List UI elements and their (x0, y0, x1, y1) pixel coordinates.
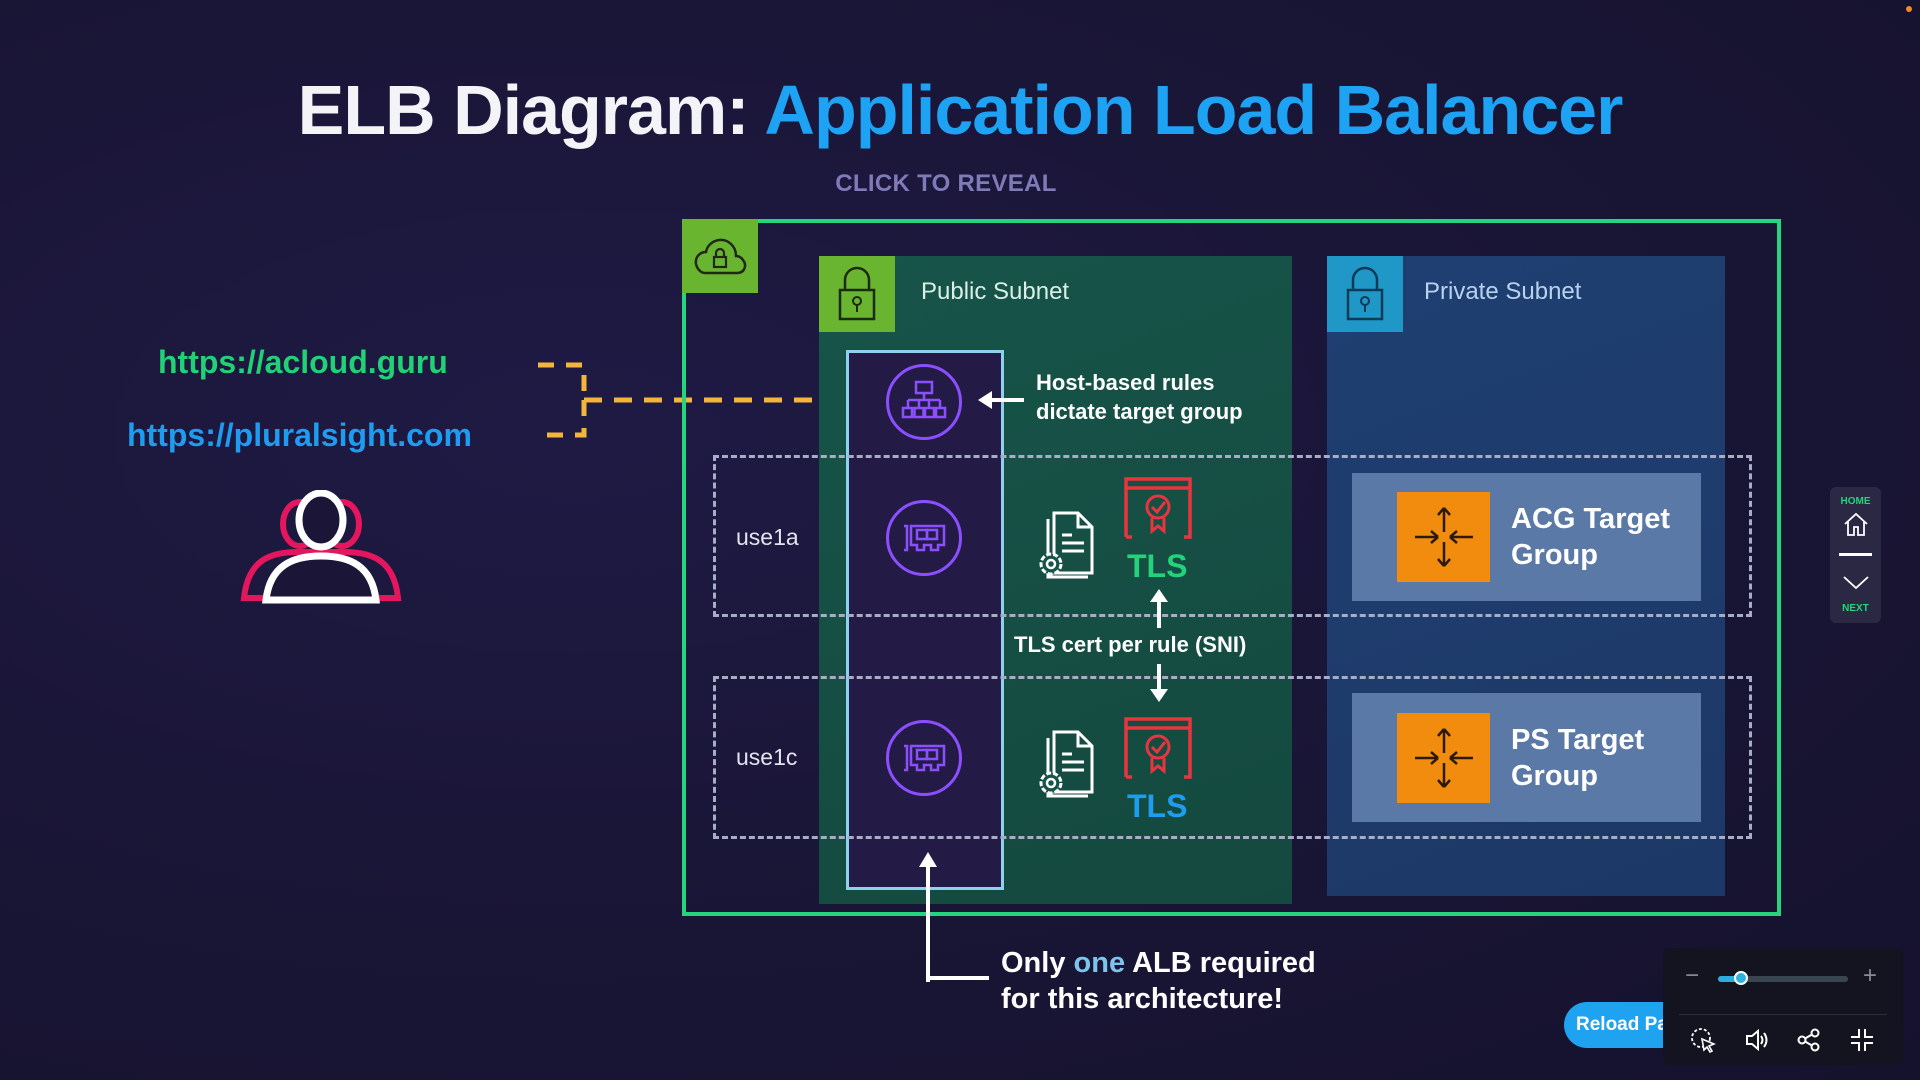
alb-column (846, 350, 1004, 890)
note-highlight: one (1073, 947, 1126, 979)
title-prefix: ELB Diagram: (297, 71, 750, 149)
cursor-select-icon (1691, 1028, 1716, 1053)
lock-icon (838, 266, 876, 321)
vpc-boundary (682, 219, 1781, 916)
note-line-2: for this architecture! (1001, 983, 1283, 1015)
zoom-slider[interactable] (1718, 971, 1848, 985)
tls-cert-note: TLS cert per rule (SNI) (1014, 632, 1247, 657)
public-subnet-tile (819, 256, 895, 332)
certificate-icon (1124, 477, 1192, 539)
private-subnet-label: Private Subnet (1424, 278, 1582, 305)
recording-indicator (1906, 6, 1912, 12)
pointer-button[interactable] (1689, 1026, 1717, 1054)
zoom-slider-handle[interactable] (1734, 971, 1749, 985)
tg-line-1: ACG Target (1511, 503, 1670, 535)
volume-icon (1746, 1028, 1768, 1052)
vpc-tile (682, 219, 758, 293)
network-interface-icon (886, 500, 962, 576)
only-one-alb-note: Only one ALB required for this architect… (1001, 945, 1316, 1017)
host-based-rules-note: Host-based rules dictate target group (1036, 368, 1243, 426)
tg-line-2: Group (1511, 759, 1598, 792)
nav-divider (1839, 553, 1872, 556)
availability-zone-use1c (713, 676, 1752, 839)
player-controls: − + (1663, 948, 1903, 1065)
config-document-icon (1039, 511, 1094, 579)
exit-fullscreen-button[interactable] (1848, 1026, 1876, 1054)
tls-label-use1c: TLS (1127, 788, 1188, 824)
target-group-acg[interactable]: ACG Target Group (1352, 473, 1701, 601)
target-group-label: ACG Target Group (1511, 501, 1670, 573)
target-group-label: PS Target Group (1511, 722, 1644, 794)
note-suffix: ALB required (1132, 947, 1316, 979)
title-highlight: Application Load Balancer (764, 71, 1623, 149)
click-to-reveal-button[interactable]: CLICK TO REVEAL (835, 170, 1057, 197)
cloud-lock-icon (694, 238, 747, 275)
url-pluralsight: https://pluralsight.com (127, 417, 472, 453)
callout-arrow-icon (919, 852, 989, 982)
tls-label-use1a: TLS (1127, 548, 1188, 584)
zoom-out-button[interactable]: − (1685, 962, 1700, 989)
chevron-down-icon[interactable] (1842, 575, 1870, 591)
volume-button[interactable] (1743, 1026, 1771, 1054)
target-group-icon (1397, 712, 1490, 803)
network-interface-icon (886, 720, 962, 796)
certificate-icon (1124, 717, 1192, 779)
home-icon[interactable] (1843, 511, 1869, 537)
public-subnet-label: Public Subnet (921, 278, 1070, 305)
exit-fullscreen-icon (1851, 1029, 1873, 1051)
slide-nav: HOME NEXT (1830, 487, 1881, 623)
zoom-slider-fill (1718, 976, 1742, 982)
down-arrow-icon (1150, 664, 1168, 702)
zoom-in-button[interactable]: + (1863, 962, 1878, 989)
home-label[interactable]: HOME (1840, 496, 1871, 507)
note-prefix: Only (1001, 947, 1066, 979)
note-line-2: dictate target group (1036, 399, 1243, 424)
target-group-ps[interactable]: PS Target Group (1352, 693, 1701, 822)
left-arrow-icon (978, 391, 1024, 409)
availability-zone-use1a (713, 455, 1752, 617)
share-button[interactable] (1795, 1026, 1823, 1054)
tg-line-1: PS Target (1511, 723, 1645, 756)
controls-divider (1679, 1014, 1887, 1015)
az-label-use1c: use1c (736, 744, 798, 770)
users-icon (240, 490, 402, 604)
url-acloud-guru: https://acloud.guru (158, 344, 448, 380)
load-balancer-icon[interactable] (886, 364, 962, 440)
next-label[interactable]: NEXT (1842, 603, 1869, 614)
lock-icon (1346, 266, 1384, 321)
note-line-1: Host-based rules (1036, 370, 1215, 395)
private-subnet-tile (1327, 256, 1403, 332)
az-label-use1a: use1a (736, 524, 799, 550)
up-arrow-icon (1150, 589, 1168, 628)
config-document-icon (1039, 730, 1094, 798)
slide-title: ELB Diagram: Application Load Balancer (0, 70, 1920, 150)
tg-line-2: Group (1511, 539, 1598, 571)
target-group-icon (1397, 492, 1490, 582)
share-icon (1797, 1028, 1820, 1052)
